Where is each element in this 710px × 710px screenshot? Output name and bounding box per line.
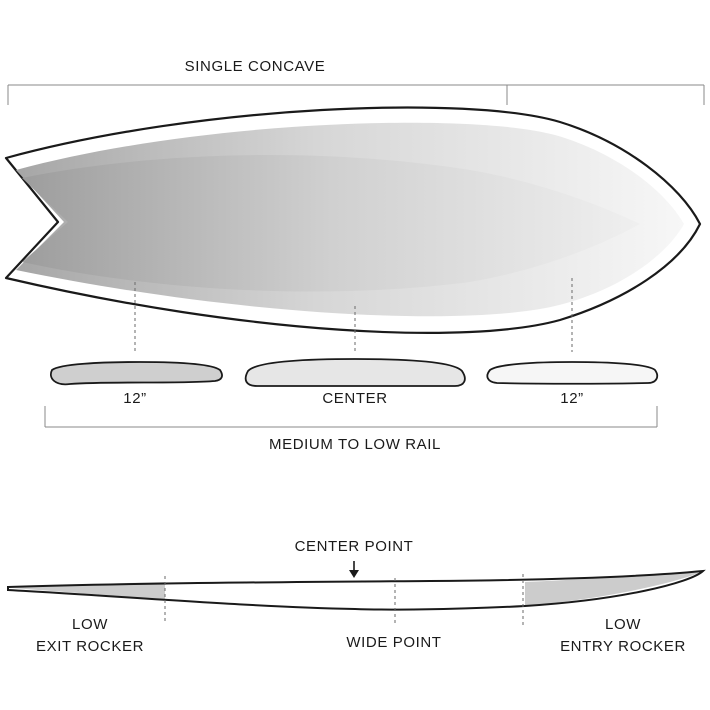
exit-rocker-label-line1: LOW [72, 616, 108, 633]
rocker-outline [7, 569, 706, 611]
rail-section-nose [486, 361, 659, 385]
board-side-view [7, 561, 706, 625]
board-concave-shading [22, 155, 640, 292]
exit-rocker-label-line2: EXIT ROCKER [35, 638, 144, 655]
entry-rocker-label-line2: ENTRY ROCKER [560, 638, 686, 655]
rail-section-tail [50, 361, 223, 386]
entry-rocker-label: LOW ENTRY ROCKER [543, 614, 703, 658]
rail-section-nose-label: 12” [560, 390, 584, 407]
rail-type-label: MEDIUM TO LOW RAIL [269, 436, 441, 453]
rail-sections [50, 358, 659, 387]
exit-rocker-label: LOW EXIT ROCKER [10, 614, 170, 658]
rail-bracket [44, 406, 658, 428]
wide-point-label: WIDE POINT [346, 634, 442, 651]
single-concave-label: SINGLE CONCAVE [184, 58, 326, 75]
concave-bracket [7, 84, 705, 105]
rail-section-tail-label: 12” [123, 390, 147, 407]
center-point-label: CENTER POINT [294, 538, 414, 555]
board-top-view [4, 106, 702, 352]
rail-section-center-label: CENTER [322, 390, 388, 407]
center-point-arrow [349, 561, 359, 578]
entry-rocker-label-line1: LOW [605, 616, 641, 633]
rail-section-center [244, 358, 466, 387]
entry-rocker-shade [525, 572, 702, 606]
